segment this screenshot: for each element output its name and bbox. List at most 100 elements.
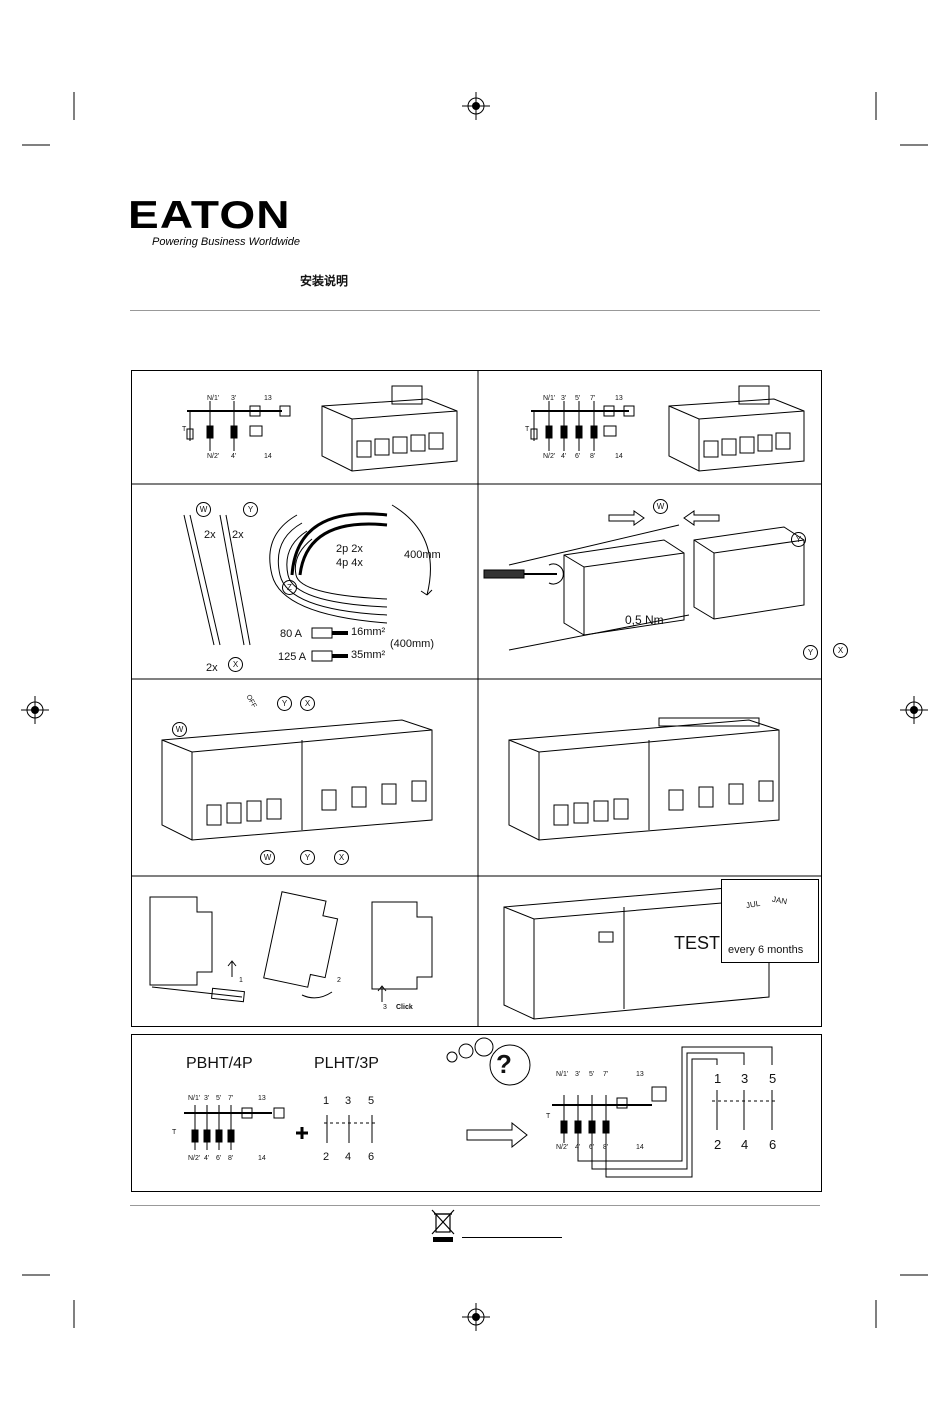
footer-divider (130, 1205, 820, 1206)
plht-bot-4: 4 (345, 1151, 352, 1163)
qty-w: 2x (204, 529, 216, 541)
every-6-months: every 6 months (728, 944, 804, 956)
calendar-jul: JUL (745, 898, 761, 911)
instruction-grid: N/1' 3' 13 N/2' 4' 14 T (131, 370, 848, 1027)
step-1: 1 (239, 977, 243, 984)
right-bot-6: 6 (769, 1137, 777, 1152)
left-14: 14 (258, 1155, 266, 1162)
plht-bot-6: 6 (368, 1151, 375, 1163)
part-x-label-top: X (300, 696, 315, 711)
row-80a: 80 A (280, 628, 303, 640)
device-2p-illustration (321, 385, 458, 472)
right-bot-2: 2 (714, 1137, 722, 1152)
label-3: 3' (561, 395, 567, 402)
label-6: 6' (575, 453, 581, 460)
panel-2-right: W Y Y X 0,5 Nm (479, 485, 848, 679)
schematic-2p (186, 401, 291, 451)
left-4: 4' (204, 1155, 210, 1162)
click-label: Click (396, 1004, 413, 1011)
row-125a: 125 A (278, 651, 307, 663)
right-top-5: 5 (769, 1071, 777, 1086)
part-x-label: X (833, 643, 848, 658)
schematic-4p (530, 401, 635, 451)
step-2: 2 (337, 977, 341, 984)
left-3: 3' (204, 1095, 210, 1102)
eaton-logo: EATON (128, 196, 290, 235)
left-13: 13 (258, 1095, 266, 1102)
part-y-label-top: Y (277, 696, 292, 711)
assembly-illustration (483, 510, 805, 651)
registration-mark-bottom (462, 1303, 490, 1331)
label-n2: N/2' (543, 453, 556, 460)
right-8: 8' (603, 1144, 609, 1151)
part-w-label-bottom: W (260, 850, 275, 865)
spec-2p: 2p 2x (336, 543, 363, 555)
grid-lines (132, 371, 821, 1026)
right-n2: N/2' (556, 1144, 569, 1151)
left-7: 7' (228, 1095, 234, 1102)
label-5: 5' (575, 395, 581, 402)
question-mark: ? (496, 1049, 512, 1079)
label-t: T (525, 426, 530, 433)
plht-title: PLHT/3P (314, 1055, 379, 1072)
label-t: T (182, 426, 187, 433)
torque-value: 0,5 Nm (625, 613, 664, 627)
plht-top-5: 5 (368, 1095, 375, 1107)
registration-mark-left (21, 696, 49, 724)
right-top-3: 3 (741, 1071, 749, 1086)
row-125a-section: 35mm² (351, 649, 386, 661)
row-80a-section: 16mm² (351, 626, 386, 638)
panel-2-left: W Y X Z 2x 2x 2x 2p 2x 4p 4x 400mm 80 A … (132, 485, 478, 679)
footer-line (462, 1237, 562, 1238)
left-n1: N/1' (188, 1095, 201, 1102)
calendar-box: JUL JAN every 6 months (721, 879, 819, 963)
left-5: 5' (216, 1095, 222, 1102)
plht-bot-2: 2 (323, 1151, 330, 1163)
part-y-label-top: Y (791, 532, 806, 547)
left-n2: N/2' (188, 1155, 201, 1162)
combination-panel: PBHT/4P PLHT/3P ? (131, 1034, 822, 1192)
right-bot-4: 4 (741, 1137, 749, 1152)
panel-3-right (479, 680, 821, 876)
qty-y: 2x (232, 529, 244, 541)
panel-3-left: W Y X W Y X OFF (132, 680, 478, 876)
qty-x: 2x (206, 662, 218, 674)
device-4p-illustration (668, 385, 805, 472)
logo-text: EATON (128, 194, 291, 237)
right-6: 6' (589, 1144, 595, 1151)
document-title: 安装说明 (300, 274, 349, 288)
panel-1-right: N/1' 3' 5' 7' 13 N/2' 4' 6' 8' 14 T (479, 371, 821, 484)
panel-4-right: JUL JAN every 6 months TEST (479, 877, 821, 1026)
plht-top-1: 1 (323, 1095, 330, 1107)
removal-steps (149, 891, 433, 1003)
part-y-label-bottom: Y (300, 850, 315, 865)
weee-bin-icon (431, 1209, 455, 1242)
part-w-label: W (196, 502, 211, 517)
label-n1: N/1' (543, 395, 556, 402)
right-t: T (546, 1113, 551, 1120)
part-z-label: Z (282, 580, 297, 595)
right-4: 4' (575, 1144, 581, 1151)
right-14: 14 (636, 1144, 644, 1151)
registration-mark-right (900, 696, 928, 724)
plht-top-3: 3 (345, 1095, 352, 1107)
calendar-jan: JAN (771, 894, 788, 907)
label-4: 4' (561, 453, 567, 460)
panel-4-left: 1 2 3 Click (132, 877, 478, 1026)
assembled-device (508, 717, 780, 841)
parts-illustration (183, 504, 433, 662)
part-w-label: W (653, 499, 668, 514)
panel-1-left: N/1' 3' 13 N/2' 4' 14 T (132, 371, 478, 484)
part-w-label-top: W (172, 722, 187, 737)
test-label: TEST (674, 933, 721, 953)
right-13: 13 (636, 1071, 644, 1078)
right-n1: N/1' (556, 1071, 569, 1078)
label-8: 8' (590, 453, 596, 460)
left-8: 8' (228, 1155, 234, 1162)
part-y-label: Y (243, 502, 258, 517)
pbht-title: PBHT/4P (186, 1055, 253, 1072)
spec-4p: 4p 4x (336, 557, 363, 569)
right-7: 7' (603, 1071, 609, 1078)
cable-length: 400mm (404, 549, 441, 561)
assembled-with-labels (161, 719, 433, 841)
